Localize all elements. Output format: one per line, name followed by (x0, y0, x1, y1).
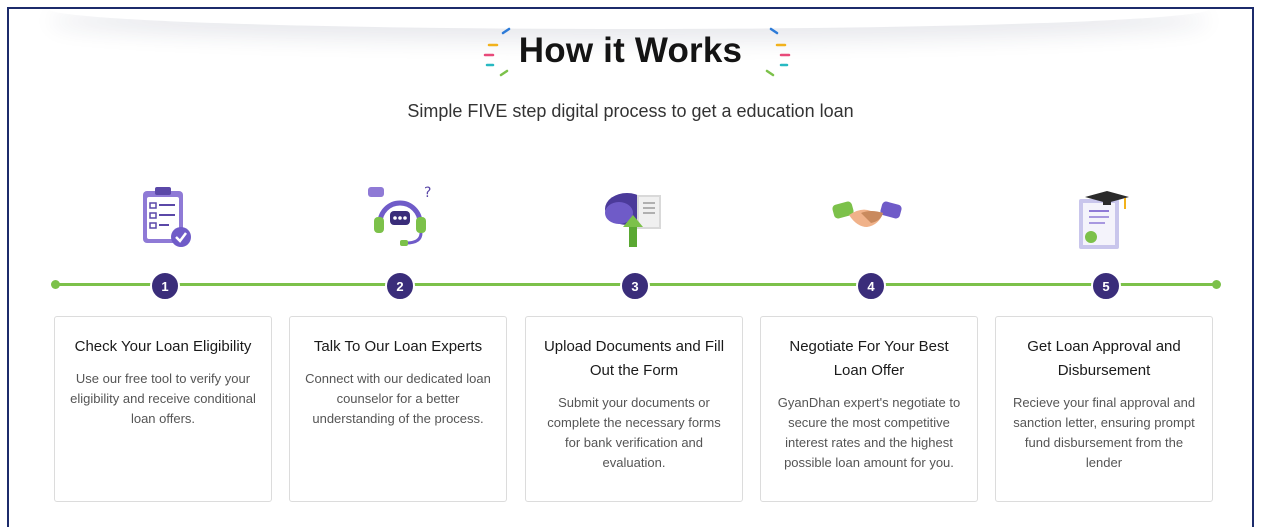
step-card-upload: Upload Documents and Fill Out the Form S… (525, 316, 743, 502)
svg-text:?: ? (424, 185, 431, 201)
headset-icon: ? (368, 185, 431, 246)
step-badge-5: 5 (1091, 271, 1121, 301)
step-card-description: GyanDhan expert's negotiate to secure th… (777, 395, 961, 470)
timeline-end-dot (1212, 280, 1221, 289)
checklist-icon (143, 187, 191, 247)
step-card-title: Check Your Loan Eligibility (74, 338, 252, 355)
step-card-title: Get Loan Approval and Disbursement (1027, 338, 1181, 379)
step-card-description: Submit your documents or complete the ne… (547, 395, 721, 470)
step-card-title: Negotiate For Your Best Loan Offer (789, 338, 949, 379)
step-badge-4: 4 (856, 271, 886, 301)
timeline-start-dot (51, 280, 60, 289)
step-card-description: Connect with our dedicated loan counselo… (305, 371, 491, 426)
handshake-icon (832, 201, 902, 227)
sparkle-right-icon (765, 27, 791, 77)
header-shadow (49, 9, 1209, 29)
step-card-approval: Get Loan Approval and Disbursement Recie… (995, 316, 1213, 502)
section-title: How it Works (518, 31, 743, 70)
step-card-description: Recieve your final approval and sanction… (1012, 395, 1196, 470)
cloud-upload-icon (605, 193, 661, 247)
step-badge-1: 1 (150, 271, 180, 301)
section-subtitle: Simple FIVE step digital process to get … (407, 101, 854, 121)
sparkle-left-icon (483, 27, 511, 77)
step-card-title: Upload Documents and Fill Out the Form (543, 338, 725, 379)
step-badge-3: 3 (620, 271, 650, 301)
step-card-negotiate: Negotiate For Your Best Loan Offer GyanD… (760, 316, 978, 502)
step-card-eligibility: Check Your Loan Eligibility Use our free… (54, 316, 272, 502)
certificate-icon (1079, 191, 1129, 249)
step-card-title: Talk To Our Loan Experts (313, 338, 483, 355)
step-badge-2: 2 (385, 271, 415, 301)
how-it-works-section: How it Works Simple FIVE step digital pr… (7, 7, 1254, 527)
step-card-experts: Talk To Our Loan Experts Connect with ou… (289, 316, 507, 502)
step-card-description: Use our free tool to verify your eligibi… (70, 371, 256, 426)
